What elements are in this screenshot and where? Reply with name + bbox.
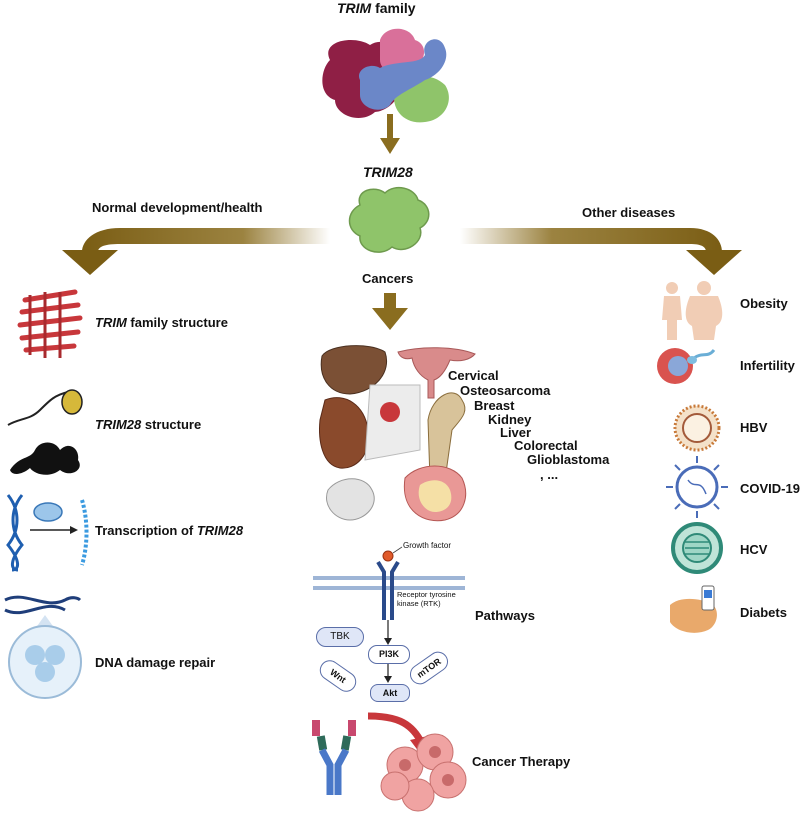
dna-damage-repair-icon — [4, 595, 82, 699]
trim28-protein-icon — [348, 186, 430, 253]
cancer-item: Glioblastoma — [527, 452, 610, 467]
arrow-trim-to-trim28 — [380, 114, 400, 154]
dna-damage-repair-label: DNA damage repair — [95, 655, 216, 670]
pi3k-node: PI3K — [368, 645, 410, 664]
cancer-item: Breast — [474, 398, 515, 413]
cancer-item: Kidney — [488, 412, 532, 427]
hbv-virus-icon — [673, 404, 721, 452]
cancer-item: , ... — [540, 467, 559, 482]
cell-membrane — [313, 576, 465, 590]
cancer-item: Colorectal — [514, 438, 578, 453]
pathways-label: Pathways — [475, 608, 535, 623]
covid-19-label: COVID-19 — [740, 481, 800, 496]
hcv-virus-icon — [671, 522, 723, 574]
other-diseases-label: Other diseases — [582, 205, 676, 220]
hbv-label: HBV — [740, 420, 768, 435]
trim-family-structure-icon — [17, 289, 83, 358]
obesity-icon — [662, 281, 723, 340]
cancer-organs-illustration — [319, 345, 476, 522]
cancer-item: Osteosarcoma — [460, 383, 551, 398]
trim-family-protein-icon — [322, 28, 449, 123]
rtk-receptor-icon — [376, 546, 403, 683]
growth-factor-label: Growth factor — [403, 541, 452, 550]
arrow-other-diseases — [460, 228, 742, 275]
arrow-normal-development — [62, 228, 330, 275]
diabetes-icon — [670, 585, 717, 633]
trim-family-label: TRIM family — [337, 0, 416, 16]
antibody-icon — [312, 720, 356, 795]
tbk-node: TBK — [316, 627, 364, 647]
trim28-structure-icon — [7, 389, 83, 475]
infertility-label: Infertility — [740, 358, 795, 373]
cancer-item: Liver — [500, 425, 532, 440]
normal-development-label: Normal development/health — [92, 200, 263, 215]
obesity-label: Obesity — [740, 296, 788, 311]
cancer-cell-cluster-icon — [380, 733, 467, 812]
trim28-structure-label: TRIM28 structure — [95, 417, 202, 432]
infertility-icon — [657, 348, 716, 384]
transcription-icon — [6, 494, 89, 572]
cancer-therapy-label: Cancer Therapy — [472, 754, 571, 769]
arrow-to-cancers — [372, 293, 408, 330]
trim28-label: TRIM28 — [363, 164, 413, 180]
diabetes-label: Diabets — [740, 605, 787, 620]
cancer-item: Cervical — [448, 368, 499, 383]
transcription-label: Transcription of TRIM28 — [95, 523, 244, 538]
trim-family-structure-label: TRIM family structure — [95, 315, 228, 330]
covid-virus-icon — [666, 456, 728, 518]
akt-node: Akt — [370, 684, 410, 702]
cancers-label: Cancers — [362, 271, 414, 286]
hcv-label: HCV — [740, 542, 768, 557]
